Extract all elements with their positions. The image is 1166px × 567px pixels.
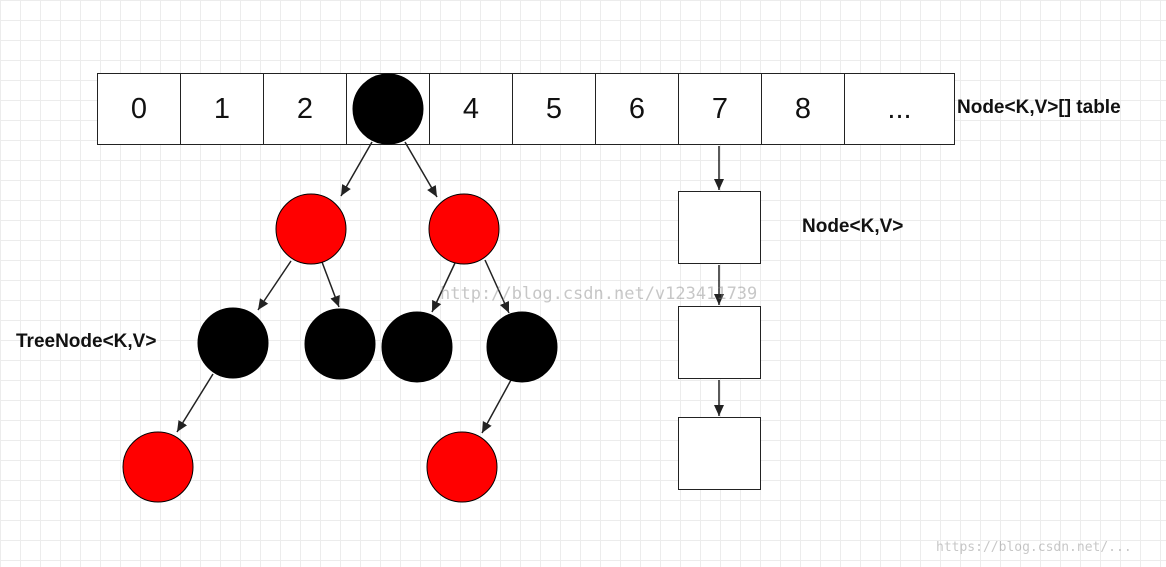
node-label: Node<K,V> (802, 216, 904, 237)
table-cell-1: 1 (180, 73, 264, 145)
tree-node-black (197, 307, 269, 379)
tree-node-black (352, 73, 424, 145)
tree-edge (484, 259, 510, 314)
table-cell-ellipsis: ... (844, 73, 955, 145)
tree-node-red (426, 431, 498, 503)
tree-edge (404, 141, 438, 198)
tree-node-red (428, 193, 500, 265)
list-node-1 (678, 191, 761, 264)
table-cell-4: 4 (429, 73, 513, 145)
tree-edge (431, 262, 456, 313)
list-node-2 (678, 306, 761, 379)
tree-edge (481, 379, 512, 434)
list-node-3 (678, 417, 761, 490)
tree-edge (321, 261, 340, 308)
table-cell-8: 8 (761, 73, 845, 145)
table-cell-2: 2 (263, 73, 347, 145)
watermark-corner: https://blog.csdn.net/... (936, 540, 1132, 555)
table-cell-7: 7 (678, 73, 762, 145)
tree-edge (340, 141, 373, 197)
tree-edge (176, 373, 214, 433)
watermark-center: http://blog.csdn.net/v123411739 (440, 284, 758, 304)
tree-node-red (122, 431, 194, 503)
tree-edge (257, 260, 292, 311)
tree-node-black (381, 311, 453, 383)
table-label: Node<K,V>[] table (957, 97, 1121, 118)
tree-node-black (304, 308, 376, 380)
table-cell-0: 0 (97, 73, 181, 145)
tree-node-label: TreeNode<K,V> (16, 331, 157, 352)
tree-node-red (275, 193, 347, 265)
table-cell-5: 5 (512, 73, 596, 145)
tree-node-black (486, 311, 558, 383)
